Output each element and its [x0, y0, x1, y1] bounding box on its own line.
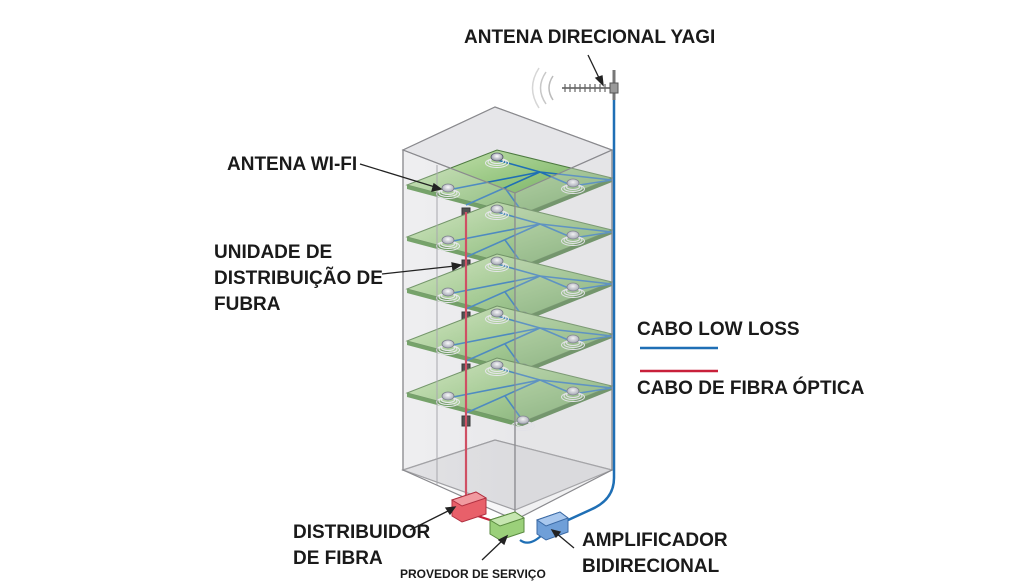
label-provedor: PROVEDOR DE SERVIÇO [400, 567, 546, 581]
building-left-face [402, 149, 516, 521]
leader-amplificador-head [550, 528, 562, 539]
low-loss-riser [554, 88, 616, 528]
leader-amplificador [555, 532, 575, 549]
label-cabo-low-loss: CABO LOW LOSS [637, 319, 800, 340]
wifi-antenna-icon [561, 386, 585, 402]
label-amplificador: AMPLIFICADOR BIDIRECIONAL [582, 528, 728, 580]
amplificador-box [535, 511, 570, 541]
leader-yagi [587, 54, 601, 81]
leader-unidade [381, 265, 456, 275]
building-right-face [514, 149, 613, 521]
wifi-antenna-icon [511, 415, 535, 431]
wifi-antenna-icon [485, 152, 509, 168]
leader-distribuidor [409, 509, 451, 531]
leader-yagi-head [594, 75, 604, 87]
label-cabo-fibra: CABO DE FIBRA ÓPTICA [637, 378, 865, 399]
floor-edge [520, 282, 612, 323]
leader-provedor [481, 539, 504, 561]
wifi-antenna-icon [561, 178, 585, 194]
leader-distribuidor-head [444, 506, 457, 516]
floor-edge [520, 334, 612, 375]
building-front [402, 149, 613, 521]
label-antena-wifi: ANTENA WI-FI [227, 154, 358, 175]
label-yagi: ANTENA DIRECIONAL YAGI [464, 27, 716, 48]
provedor-box [488, 511, 526, 541]
floor-edge [520, 230, 612, 271]
distribuidor-box [450, 491, 488, 523]
floor-edge [520, 386, 612, 427]
label-unidade-distribuicao: UNIDADE DE DISTRIBUIÇÃO DE FUBRA [214, 240, 383, 318]
label-distribuidor-line-2: DE FIBRA [293, 548, 383, 569]
label-amplificador-line-2: BIDIRECIONAL [582, 556, 720, 577]
leader-wifi-head [431, 182, 443, 192]
label-distribuidor: DISTRIBUIDOR DE FIBRA [293, 520, 430, 572]
leader-wifi [359, 163, 436, 188]
leader-lines [359, 54, 604, 561]
leader-unidade-head [451, 262, 463, 272]
wifi-antenna-icon [561, 334, 585, 350]
wifi-antenna-icon [561, 282, 585, 298]
label-unidade-line-3: FUBRA [214, 294, 281, 315]
leader-provedor-head [497, 534, 509, 546]
yagi-antenna-icon [531, 67, 619, 109]
label-unidade-line-2: DISTRIBUIÇÃO DE [214, 268, 383, 289]
label-amplificador-line-1: AMPLIFICADOR [582, 530, 728, 551]
wifi-antenna-icon [561, 230, 585, 246]
label-distribuidor-line-1: DISTRIBUIDOR [293, 522, 431, 543]
label-unidade-line-1: UNIDADE DE [214, 242, 333, 263]
floor-edge [520, 178, 612, 219]
